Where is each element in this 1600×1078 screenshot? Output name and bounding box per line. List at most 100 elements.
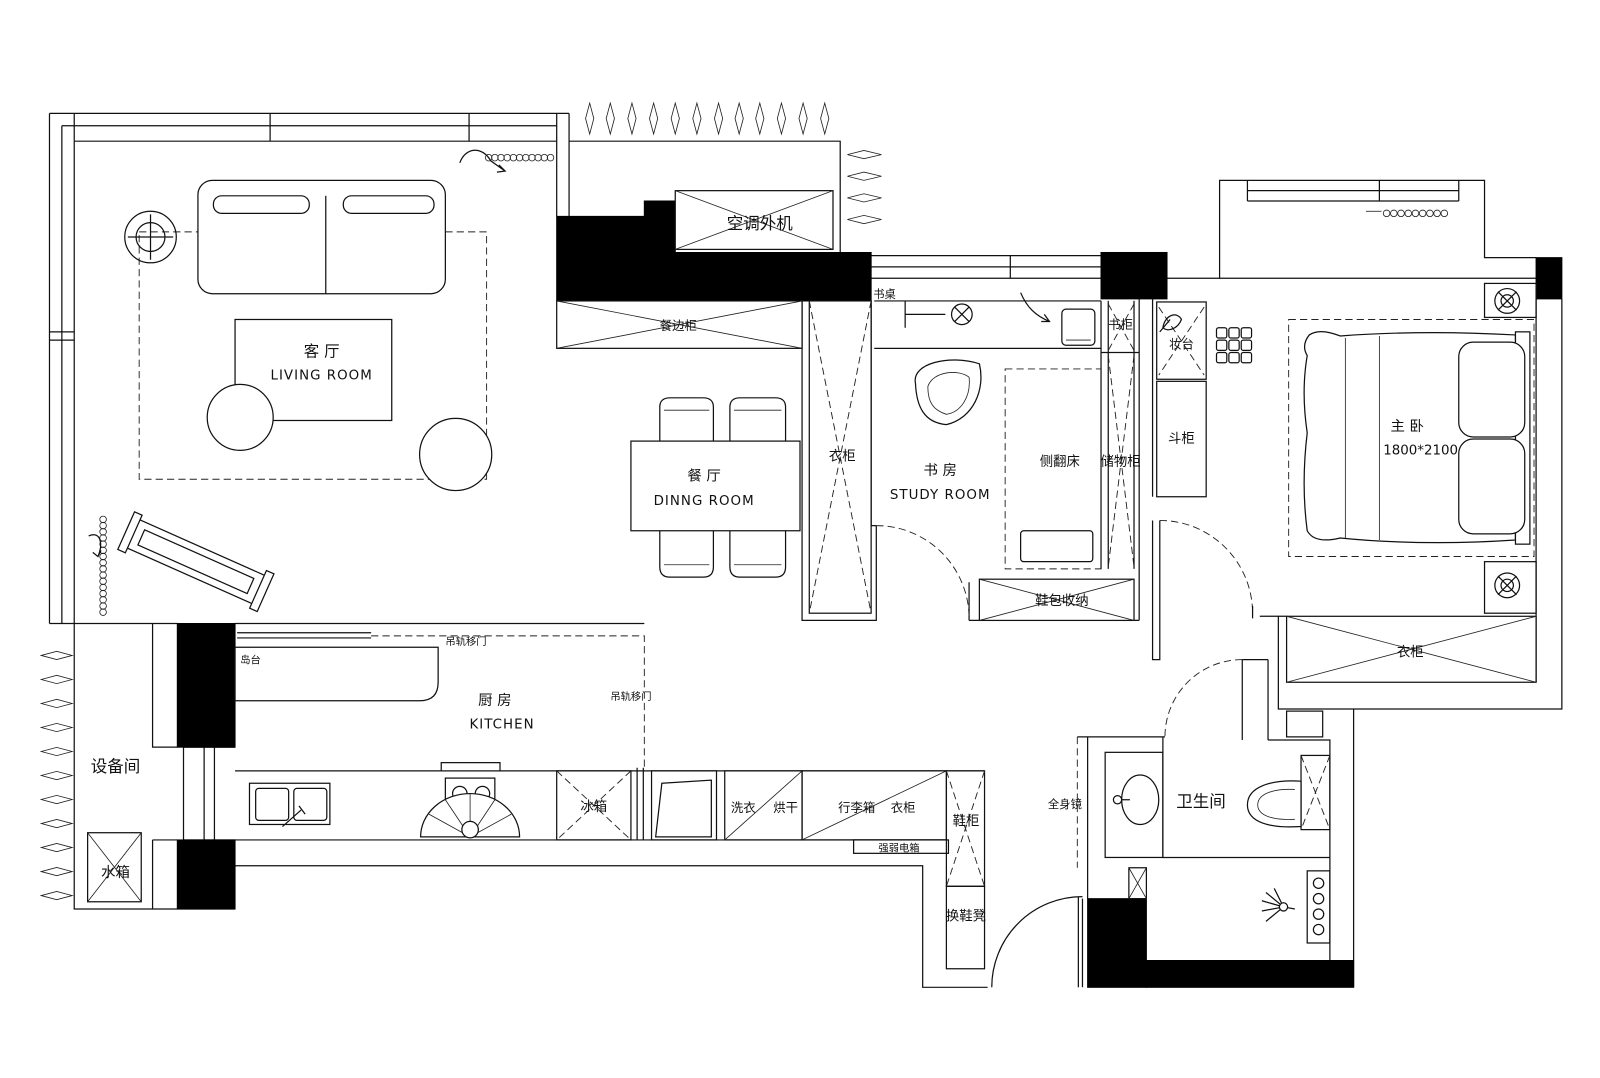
sliding-door-top-label: 吊轨移门 [445, 635, 486, 648]
study-door-swing [876, 525, 970, 619]
planter-leaf-icon [39, 843, 74, 853]
bookcase-label: 书柜 [1108, 318, 1133, 332]
pipe-shaft [1285, 710, 1324, 738]
folding-bed-pillow [1019, 530, 1094, 563]
range-hood-bar [440, 762, 501, 772]
planters [39, 101, 882, 901]
master-bay-window [1152, 179, 1537, 279]
hall-wardrobe-label: 衣柜 [829, 449, 856, 465]
pouf-stool [1215, 327, 1253, 364]
bathroom-niche [1128, 867, 1148, 900]
curtain-fold [99, 515, 107, 524]
nightstand-bottom [1483, 561, 1537, 614]
bed-outline [1288, 319, 1535, 557]
kitchen-label-en: KITCHEN [469, 718, 534, 733]
dining-chair-top-right [729, 397, 787, 442]
pillow-bottom [1458, 438, 1526, 535]
ceiling-light-cross [954, 306, 970, 322]
sofa-back-cushion-left [212, 195, 310, 214]
planter-leaf-icon [605, 101, 615, 136]
planter-leaf-icon [39, 650, 74, 661]
toilet-seat [1257, 788, 1295, 820]
planter-leaf-icon [39, 891, 74, 901]
planter-leaf-icon [39, 794, 74, 805]
study-window [871, 254, 1102, 279]
curtain-fold [99, 558, 107, 567]
dining-table [630, 440, 801, 532]
water-tank [87, 832, 142, 903]
luggage-wardrobe-diagonal [801, 770, 947, 841]
dining-chair-top-left [659, 397, 715, 442]
bathroom-door-swing [1164, 659, 1243, 737]
ac-unit: 空调外机 [674, 190, 834, 251]
curtains [99, 153, 1449, 616]
master-bottom-wall [1259, 615, 1351, 710]
lounge-chair-inner [137, 529, 255, 595]
pillow-top [1458, 341, 1526, 438]
study-room-label-en: STUDY ROOM [890, 488, 991, 503]
side-table-left [206, 383, 274, 451]
chest-of-drawers [1156, 380, 1207, 498]
study-storage-frame [1100, 300, 1140, 569]
bed-size-label: 1800*2100 [1383, 443, 1458, 458]
curtain-fold [509, 153, 518, 162]
floor-lamp-icon [127, 214, 174, 260]
planter-leaf-icon [798, 101, 808, 136]
island-label: 岛台 [240, 654, 261, 667]
shoe-bag-storage-cross [979, 578, 1135, 621]
chest-of-drawers-label: 斗柜 [1168, 431, 1195, 447]
study-right-wall [1138, 278, 1154, 621]
sink-basin-right [293, 787, 328, 821]
desk-label: 书桌 [873, 287, 896, 301]
column-master-top [1535, 257, 1563, 300]
column-bathroom-bottom [1145, 959, 1355, 988]
floor-lamp-outer [124, 210, 177, 264]
sideboard-cross [556, 300, 803, 349]
curtain-fold [1382, 209, 1391, 218]
curtain-fold [528, 153, 536, 162]
lounge-chair [116, 511, 275, 613]
kitchen: 岛台 吊轨移门 吊轨移门 厨 房 KITCHEN 冰箱 洗衣 烘干 行李箱 衣柜… [234, 635, 986, 970]
planter-leaf-icon [847, 150, 882, 160]
vanity-lamp-icon [1159, 314, 1183, 333]
hall-wardrobe-cross [808, 300, 872, 614]
folding-bed-label: 侧翻床 [1040, 454, 1080, 470]
bathroom-walls [1077, 658, 1355, 988]
shoe-bag-storage-label: 鞋包收纳 [1035, 593, 1089, 609]
planter-leaf-icon [39, 674, 74, 685]
study-room: 书桌 侧翻床 书柜 储物柜 鞋包收纳 书 房 STUDY ROOM [873, 287, 1141, 622]
shower-control-2 [1312, 892, 1325, 905]
shoe-cabinet-cross [945, 770, 985, 887]
storage-cabinet-cross [1107, 355, 1135, 567]
bathroom-niche-cross [1128, 867, 1147, 899]
curtain-fold [503, 153, 511, 162]
shower-head-icon [1261, 888, 1295, 922]
side-table-right [418, 417, 493, 492]
planter-leaf-icon [820, 101, 830, 136]
curtain-fold [99, 534, 107, 542]
washer-label: 洗衣 [731, 800, 756, 815]
curtain-fold [1390, 209, 1398, 218]
planter-leaf-icon [692, 101, 702, 136]
desk-lamp-icon [904, 300, 946, 328]
dryer-label: 烘干 [773, 801, 798, 815]
study-armchair [914, 359, 982, 426]
bookcase-cross [1107, 303, 1135, 351]
hall-wardrobe [808, 300, 872, 614]
shower-control-4 [1312, 923, 1325, 936]
living-room-furniture: 客 厅 LIVING ROOM [88, 149, 507, 613]
desk [874, 300, 1102, 349]
entry-door-swing [991, 895, 1083, 988]
planter-leaf-icon [776, 101, 786, 136]
bathroom: 全身镜 卫生间 [1048, 751, 1331, 944]
curtain-fold [1440, 209, 1449, 218]
living-room-label: 客 厅 [304, 343, 340, 361]
planter-leaf-icon [39, 818, 74, 829]
bathroom-label: 卫生间 [1176, 792, 1225, 811]
curtain-fold [1433, 209, 1441, 218]
electrical-box-label: 强弱电箱 [878, 841, 919, 854]
kitchen-window [182, 746, 236, 841]
curtain-fold [99, 596, 107, 604]
sofa-back-cushion-right [342, 195, 435, 214]
curtain-fold [1397, 209, 1405, 218]
